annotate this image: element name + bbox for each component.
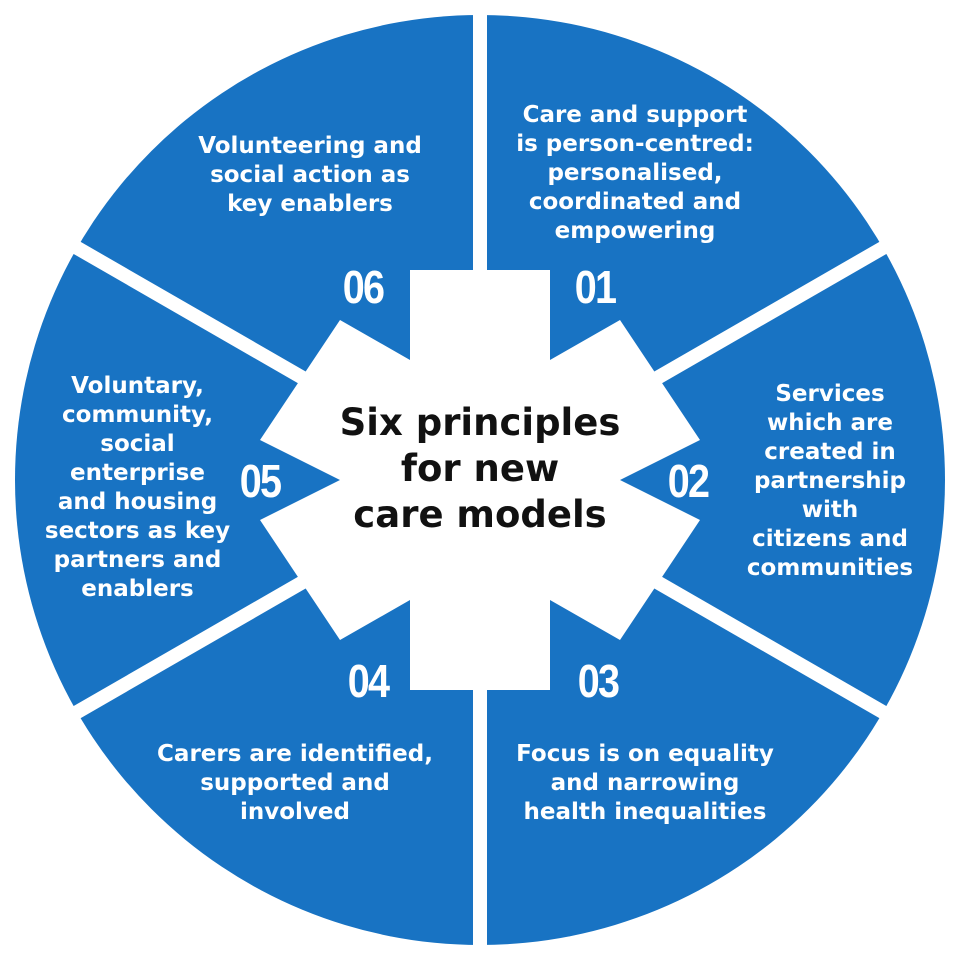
- principle-03-text: Focus is on equality and narrowing healt…: [516, 741, 774, 825]
- principle-02-number: 02: [667, 455, 710, 507]
- principle-02-text: Services which are created in partnershi…: [746, 381, 914, 581]
- principle-04-text: Carers are identified, supported and inv…: [157, 741, 433, 825]
- principle-03-number: 03: [577, 655, 620, 707]
- principle-01-text: Care and support is person-centred: pers…: [516, 102, 754, 244]
- principle-01-number: 01: [574, 261, 617, 313]
- principle-04-number: 04: [347, 655, 390, 707]
- center-star-shape: [260, 270, 700, 690]
- principle-06-text: Volunteering and social action as key en…: [198, 133, 422, 217]
- center-title: Six principles for new care models: [339, 401, 621, 536]
- principle-05-text: Voluntary, community, social enterprise …: [44, 373, 231, 602]
- principle-06-number: 06: [342, 261, 385, 313]
- principle-05-number: 05: [239, 455, 282, 507]
